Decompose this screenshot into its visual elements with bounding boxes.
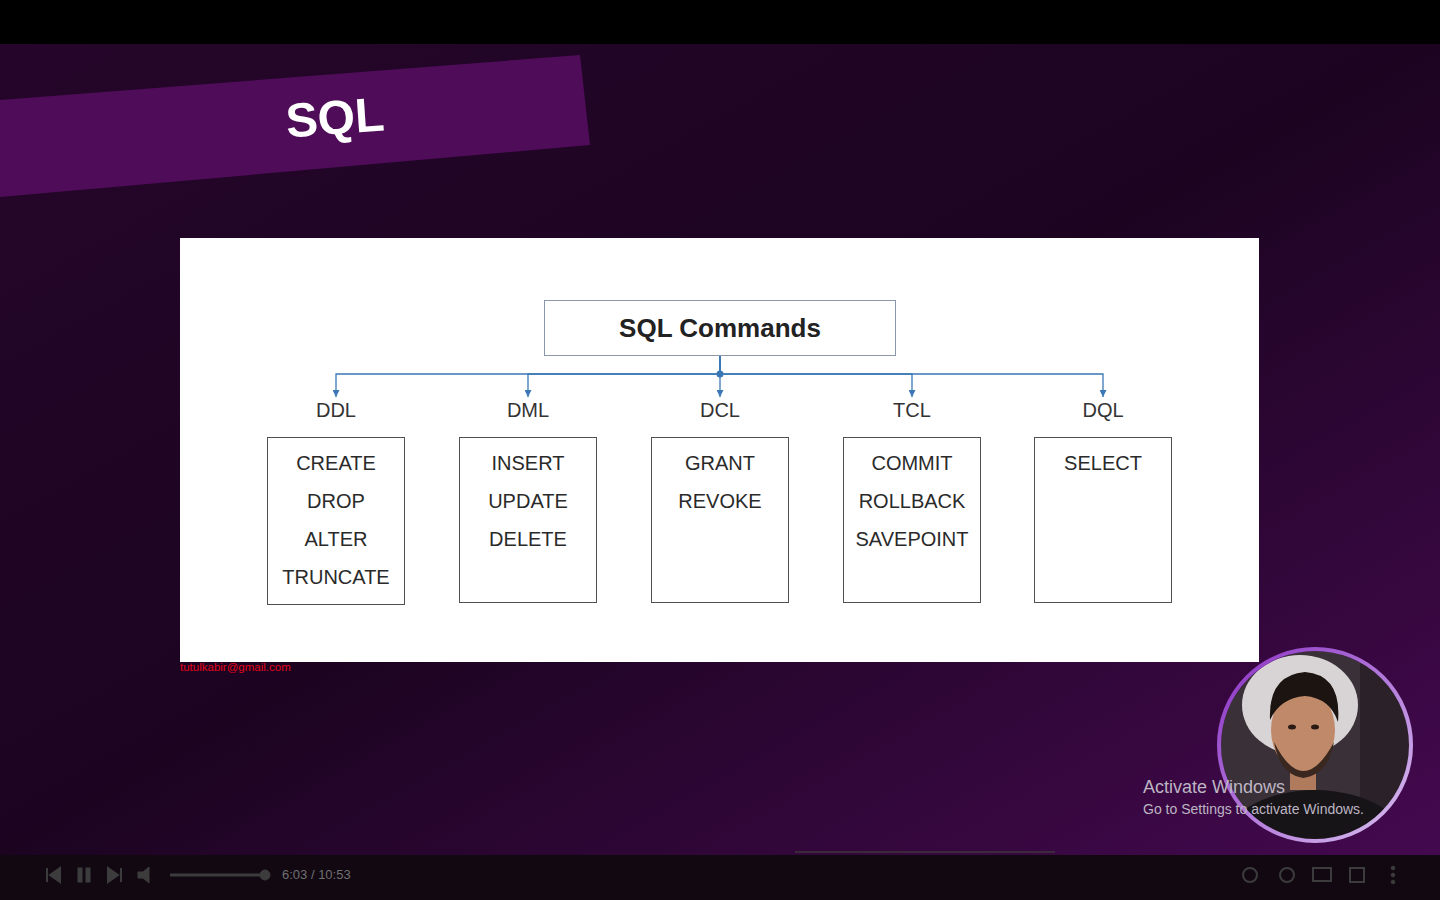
watermark: Activate Windows [1143,777,1285,798]
command-keyword: SAVEPOINT [856,520,969,558]
command-box: SELECT [1034,437,1172,603]
command-box: COMMITROLLBACKSAVEPOINT [843,437,981,603]
band-shape [0,55,590,197]
category-heading: DDL [316,398,356,422]
video-time: 6:03 / 10:53 [282,867,351,882]
eye [1288,725,1296,730]
command-keyword: UPDATE [488,482,568,520]
root-box: SQL Commands [544,300,896,356]
pause-icon [86,868,90,882]
volume-bar [170,874,265,877]
command-keyword: COMMIT [871,444,952,482]
menu-dot [1391,880,1395,884]
pause-icon [78,868,82,882]
command-keyword: INSERT [492,444,565,482]
fullscreen-icon [1350,868,1364,882]
connector-arrow [528,356,720,397]
category-group: DML INSERTUPDATEDELETE [459,398,597,603]
command-keyword: CREATE [296,444,376,482]
author-email: tutulkabir@gmail.com [180,661,291,673]
connector-arrow [336,356,720,397]
volume-knob [260,870,270,880]
command-keyword: ALTER [305,520,368,558]
connector-arrow [720,356,912,397]
hair [1270,672,1338,722]
screen-icon [1313,868,1331,881]
forward-icon [1280,868,1294,882]
command-keyword: DROP [307,482,365,520]
top-bar [0,0,1440,44]
command-keyword: ROLLBACK [859,482,966,520]
eye [1311,725,1319,730]
menu-dot [1391,873,1395,877]
diagram-panel [180,238,1259,662]
slide-background [0,44,1440,855]
command-box: GRANTREVOKE [651,437,789,603]
beard [1274,742,1334,778]
command-box: CREATEDROPALTERTRUNCATE [267,437,405,605]
category-group: DCL GRANTREVOKE [651,398,789,603]
category-heading: DML [507,398,549,422]
command-keyword: REVOKE [678,482,761,520]
category-heading: DCL [700,398,740,422]
category-group: DDL CREATEDROPALTERTRUNCATE [267,398,405,605]
command-keyword: SELECT [1064,444,1142,482]
volume-icon [138,867,149,883]
command-keyword: DELETE [489,520,567,558]
connector-arrow [720,356,1103,397]
category-group: TCL COMMITROLLBACKSAVEPOINT [843,398,981,603]
command-keyword: GRANT [685,444,755,482]
control-bar [0,855,1440,900]
player-controls [47,866,1395,884]
category-heading: TCL [893,398,931,422]
seek-line [795,851,1055,853]
previous-icon [47,868,60,882]
watermark: Go to Settings to activate Windows. [1143,801,1364,817]
root-label: SQL Commands [619,301,821,355]
next-icon [108,868,121,882]
category-group: DQL SELECT [1034,398,1172,603]
menu-dot [1391,866,1395,870]
command-keyword: TRUNCATE [282,558,389,596]
category-heading: DQL [1082,398,1123,422]
rewind-icon [1243,868,1257,882]
command-box: INSERTUPDATEDELETE [459,437,597,603]
title-band: SQL [0,50,595,202]
